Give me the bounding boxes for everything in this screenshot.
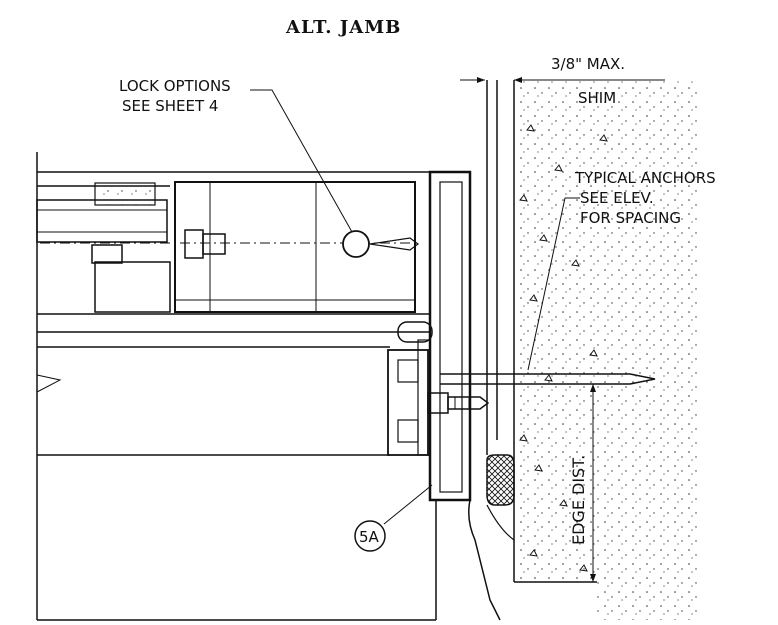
anchors-label: TYPICAL ANCHORS [574, 169, 716, 187]
edge-distance-label: EDGE DIST. [569, 455, 588, 545]
bolt-fastener [184, 229, 226, 259]
gap-dimension [460, 77, 665, 83]
anchor-leader-line [527, 197, 580, 371]
spacing-label: FOR SPACING [580, 209, 681, 227]
lock-options-label: LOCK OPTIONS [119, 77, 231, 95]
lock-screw-icon [369, 237, 419, 251]
callout-leader-line [383, 484, 433, 525]
sealant-joint [468, 454, 515, 621]
max-gap-label: 3/8" MAX. [551, 55, 625, 73]
frame-screw [427, 392, 490, 414]
see-elev-label: SEE ELEV. [580, 189, 654, 207]
detail-title: ALT. JAMB [285, 17, 401, 38]
jamb-member [428, 170, 472, 502]
callout-5a-label: 5A [359, 528, 380, 546]
lock-leader-line [250, 89, 353, 233]
lock-cylinder-icon [342, 230, 370, 258]
shim-label: SHIM [578, 89, 616, 107]
callout-circle [354, 520, 386, 552]
lower-panel [36, 346, 437, 621]
anchor-fastener [440, 373, 656, 385]
weatherstrip-extrusion [387, 321, 433, 456]
see-sheet-label: SEE SHEET 4 [122, 97, 218, 115]
edge-distance-dimension [590, 384, 596, 582]
concrete-wall [513, 80, 700, 620]
glazing-unit [36, 182, 168, 264]
